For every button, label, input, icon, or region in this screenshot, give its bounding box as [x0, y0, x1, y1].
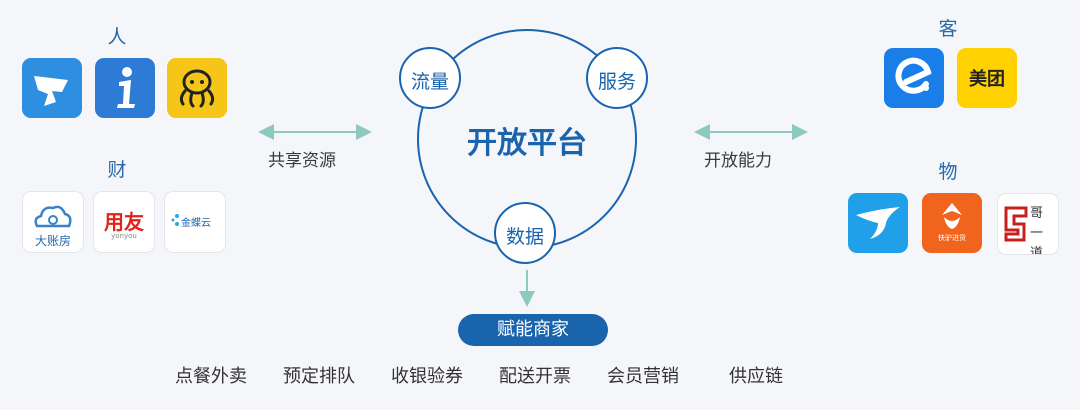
feature-item: 预定排队 [283, 366, 355, 387]
yonyou-icon: 用友 yonyou [93, 191, 155, 253]
meituan-label: 美团 [969, 69, 1005, 90]
left-arrow-label: 共享资源 [268, 151, 336, 171]
people-title: 人 [107, 26, 127, 48]
meituan-icon: 美团 [957, 48, 1017, 108]
seal-icon: 哥一道 [997, 193, 1059, 255]
platform-title: 开放平台 [467, 126, 587, 161]
jindie-icon: 金蝶云 [164, 191, 226, 253]
dazhangfang-label: 大账房 [34, 234, 71, 248]
node-service-circle [586, 47, 648, 109]
bird-icon [848, 193, 908, 253]
feature-list: 点餐外卖 预定排队 收银验券 配送开票 会员营销 供应链 [175, 362, 935, 388]
feature-item: 收银验券 [391, 366, 463, 387]
kuaimeng-icon: 快驴进货 [922, 193, 982, 253]
octopus-icon [167, 58, 227, 118]
kuaimeng-label: 快驴进货 [938, 234, 966, 242]
dingtalk-icon [22, 58, 82, 118]
info-i-icon [95, 58, 155, 118]
goods-title: 物 [938, 161, 958, 183]
seal-label: 哥一道 [1030, 206, 1044, 255]
yonyou-label: 用友 [104, 210, 144, 234]
feature-item: 会员营销 [607, 366, 679, 387]
customers-title: 客 [938, 18, 958, 40]
jindie-label: 金蝶云 [181, 218, 211, 229]
node-service-label: 服务 [597, 71, 636, 93]
yonyou-sublabel: yonyou [111, 232, 137, 240]
feature-item: 点餐外卖 [175, 366, 247, 387]
feature-item: 配送开票 [499, 366, 571, 387]
right-arrow-label: 开放能力 [704, 151, 772, 171]
empower-merchants-badge: 赋能商家 [458, 314, 608, 346]
node-traffic-circle [399, 47, 461, 109]
node-data-label: 数据 [505, 226, 544, 248]
node-traffic-label: 流量 [410, 71, 449, 93]
dazhangfang-icon: 大账房 [22, 191, 84, 253]
feature-item: 供应链 [729, 366, 783, 387]
node-data-circle [494, 202, 556, 264]
eleme-icon [884, 48, 944, 108]
finance-title: 财 [107, 159, 127, 181]
